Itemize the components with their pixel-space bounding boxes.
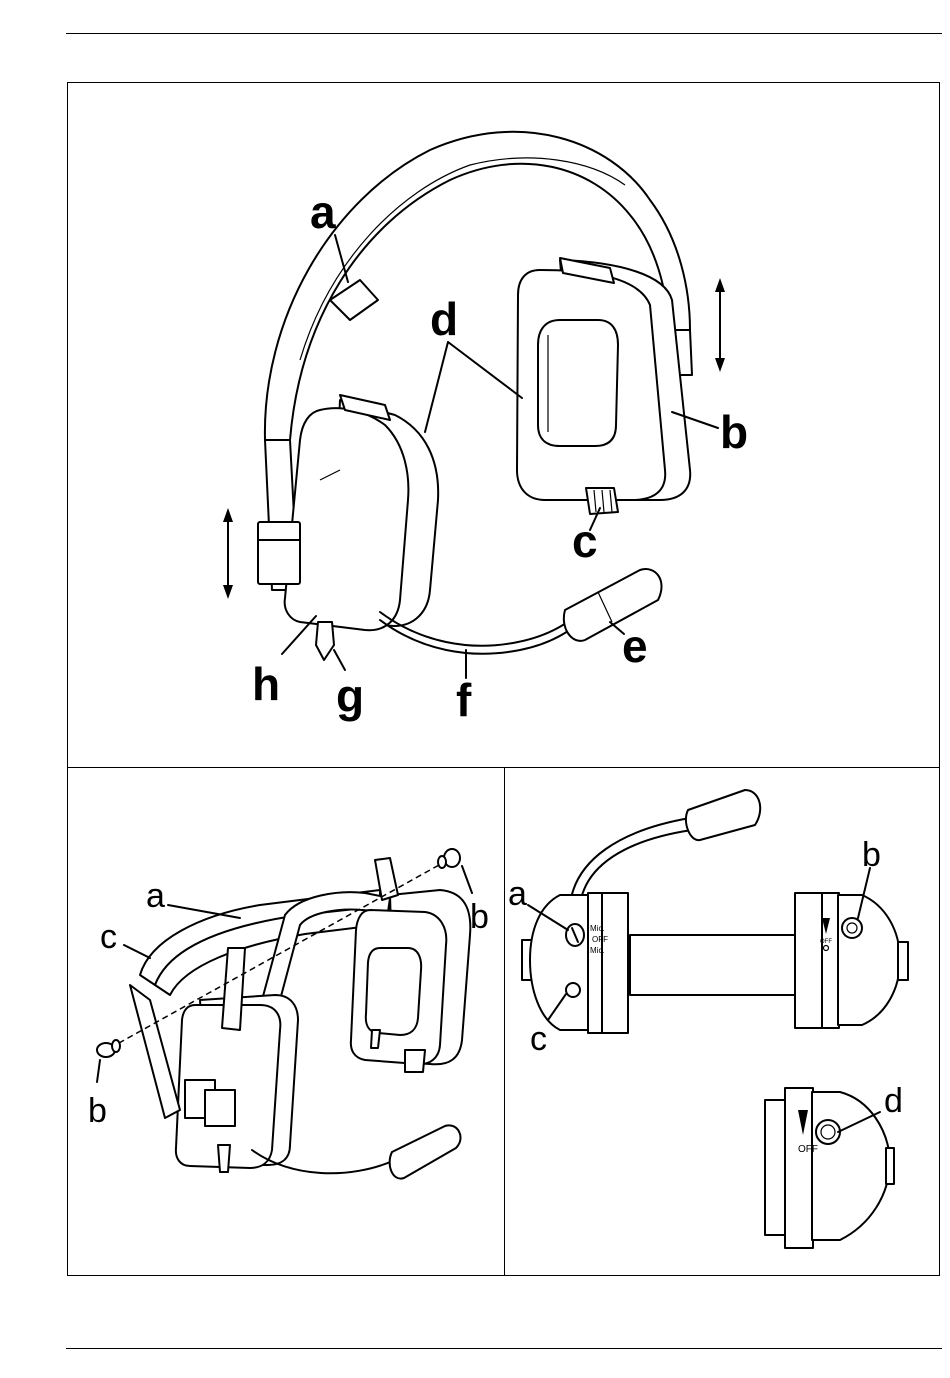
controls-left-earcup	[522, 893, 628, 1033]
controls-label-b: b	[862, 836, 881, 874]
switch-text-mic-2: Mic.	[590, 946, 605, 955]
off-small-text: OFF	[820, 939, 832, 945]
controls-mic-capsule	[686, 790, 760, 840]
controls-label-a: a	[508, 875, 527, 913]
switch-text-off: OFF	[592, 935, 608, 944]
controls-mic-boom	[570, 818, 690, 905]
controls-label-c: c	[530, 1020, 547, 1058]
switch-text-mic-1: Mic.	[590, 924, 605, 933]
off-detail-text: OFF	[798, 1144, 818, 1155]
controls-label-d: d	[884, 1082, 903, 1120]
controls-detail-earcup	[765, 1088, 894, 1248]
controls-right-earcup	[795, 893, 908, 1028]
controls-band	[630, 935, 800, 995]
